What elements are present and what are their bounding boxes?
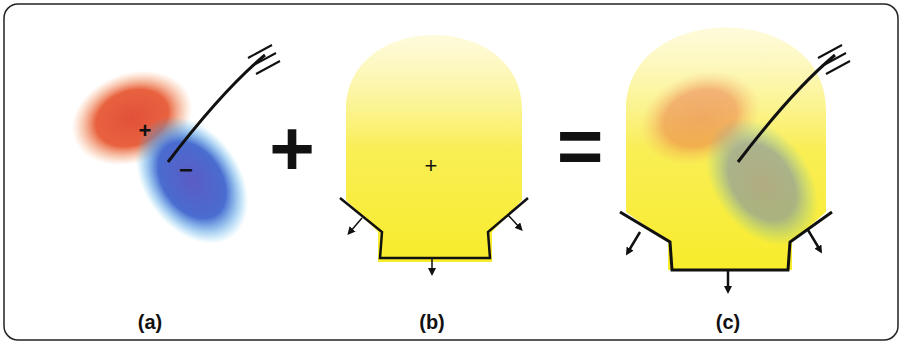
frame: [4, 4, 898, 340]
combined-orbital: [620, 28, 850, 291]
sign-plus: +: [425, 155, 438, 177]
panel-label: (c): [716, 312, 740, 332]
yellow-dome: [340, 35, 528, 272]
operator-plus: +: [269, 109, 315, 187]
panel-label: (a): [138, 312, 162, 332]
panel-label: (b): [419, 312, 445, 332]
sign-minus: −: [179, 158, 193, 182]
operator-equals: =: [557, 106, 604, 186]
sign-plus: +: [139, 120, 152, 142]
orbital-lobes: [58, 45, 280, 265]
